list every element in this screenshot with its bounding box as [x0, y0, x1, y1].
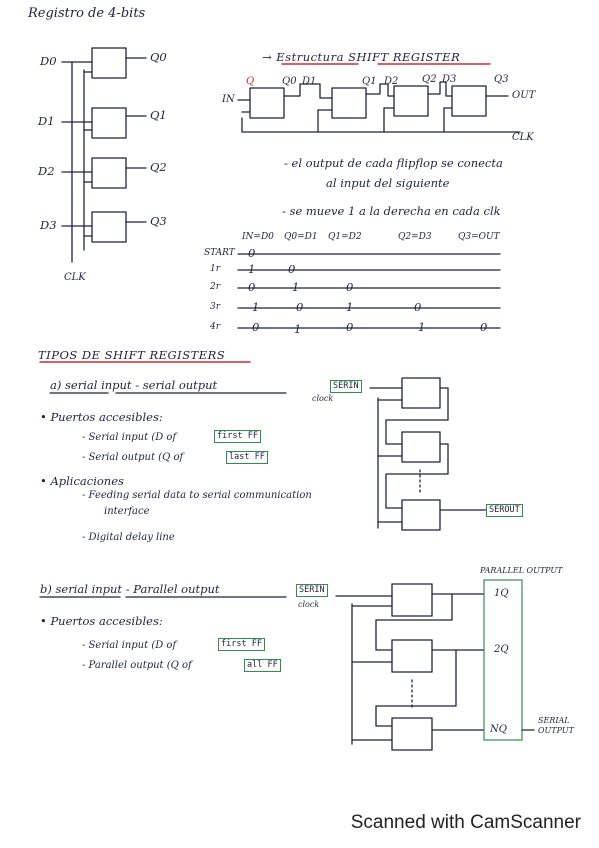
parallel-out-1q: 1Q — [494, 588, 509, 599]
sipo-serin-box: SERIN — [296, 584, 328, 597]
note2: - se mueve 1 a la derecha en cada clk — [282, 204, 501, 218]
sipo-port1-text: - Serial input (D of — [82, 640, 177, 651]
top-label: Q1 — [362, 76, 377, 87]
timing-mark: 0 — [414, 300, 422, 314]
q0-label: Q0 — [150, 50, 167, 64]
left-clk-label: CLK — [64, 272, 86, 283]
timing-row-label: 2r — [210, 282, 221, 292]
q2-label: Q2 — [150, 160, 167, 174]
timing-mark: 0 — [346, 280, 354, 294]
siso-clock-label: clock — [312, 394, 334, 403]
siso-app1-line-b: interface — [104, 506, 150, 517]
sipo-clock-label: clock — [298, 600, 320, 609]
timing-mark: 1 — [346, 300, 354, 314]
parallel-out-nq: NQ — [490, 724, 507, 735]
timing-mark: 1 — [248, 262, 256, 276]
sipo-ports-title: • Puertos accesibles: — [40, 614, 163, 628]
note1-line-a: - el output de cada flipflop se conecta — [284, 156, 503, 170]
siso-port1-box: first FF — [214, 430, 261, 443]
sipo-port1-box: first FF — [218, 638, 265, 651]
top-label: D1 — [302, 76, 317, 87]
timing-mark: 0 — [248, 280, 256, 294]
top-label: Q — [246, 76, 255, 87]
timing-row-label: 4r — [210, 322, 221, 332]
siso-ports-title: • Puertos accesibles: — [40, 410, 163, 424]
d3-label: D3 — [40, 218, 57, 232]
top-label: Q3 — [494, 74, 509, 85]
shift-register-structure-diagram — [237, 63, 521, 133]
siso-apps-title: • Aplicaciones — [40, 474, 124, 488]
timing-mark: 1 — [294, 322, 302, 336]
siso-app2: - Digital delay line — [82, 532, 175, 543]
top-label: Q2 — [422, 74, 437, 85]
timing-mark: 0 — [248, 246, 256, 260]
timing-row-label: 3r — [210, 302, 221, 312]
timing-mark: 1 — [252, 300, 260, 314]
note1-line-b: al input del siguiente — [326, 176, 450, 190]
timing-header: IN=D0 — [242, 232, 274, 242]
timing-row-label: START — [204, 248, 235, 258]
timing-header: Q3=OUT — [458, 232, 500, 242]
sipo-heading: b) serial input - Parallel output — [40, 582, 220, 596]
scanner-watermark: Scanned with CamScanner — [350, 812, 581, 833]
top-label: D2 — [384, 76, 399, 87]
page-heading: Registro de 4-bits — [28, 6, 146, 21]
timing-header: Q0=D1 — [284, 232, 318, 242]
structure-title: → Estructura SHIFT REGISTER — [262, 50, 461, 64]
d1-label: D1 — [38, 114, 55, 128]
types-title: TIPOS DE SHIFT REGISTERS — [38, 348, 226, 362]
siso-port2-text: - Serial output (Q of — [82, 452, 184, 463]
siso-port2-box: last FF — [226, 451, 268, 464]
timing-mark: 0 — [480, 320, 488, 334]
siso-serin-box: SERIN — [330, 380, 362, 393]
top-label: Q0 — [282, 76, 297, 87]
q1-label: Q1 — [150, 108, 167, 122]
d0-label: D0 — [40, 54, 57, 68]
sipo-port2-box: all FF — [244, 659, 281, 672]
parallel-output-label: PARALLEL OUTPUT — [480, 566, 563, 575]
timing-table-lines — [237, 253, 501, 329]
serial-output-label: SERIAL OUTPUT — [538, 716, 574, 735]
siso-heading: a) serial input - serial output — [50, 378, 218, 392]
timing-mark: 0 — [346, 320, 354, 334]
scanner-footer: Scanned with CamScanner — [0, 798, 599, 848]
timing-mark: 1 — [292, 280, 300, 294]
clk-label: CLK — [512, 132, 534, 143]
sipo-port2-text: - Parallel output (Q of — [82, 660, 192, 671]
timing-mark: 0 — [296, 300, 304, 314]
siso-diagram — [369, 377, 487, 531]
left-register-diagram — [61, 47, 147, 263]
q3-label: Q3 — [150, 214, 167, 228]
parallel-out-2q: 2Q — [494, 644, 509, 655]
siso-app1-line-a: - Feeding serial data to serial communic… — [82, 490, 312, 501]
timing-mark: 0 — [252, 320, 260, 334]
timing-row-label: 1r — [210, 264, 221, 274]
in-label: IN — [222, 94, 235, 105]
timing-mark: 0 — [288, 262, 296, 276]
timing-header: Q2=D3 — [398, 232, 432, 242]
top-label: D3 — [442, 74, 457, 85]
sipo-diagram — [335, 579, 535, 751]
out-label: OUT — [512, 90, 536, 101]
d2-label: D2 — [38, 164, 55, 178]
timing-mark: 1 — [418, 320, 426, 334]
siso-serout-box: SEROUT — [486, 504, 523, 517]
siso-port1-text: - Serial input (D of — [82, 432, 177, 443]
timing-header: Q1=D2 — [328, 232, 362, 242]
